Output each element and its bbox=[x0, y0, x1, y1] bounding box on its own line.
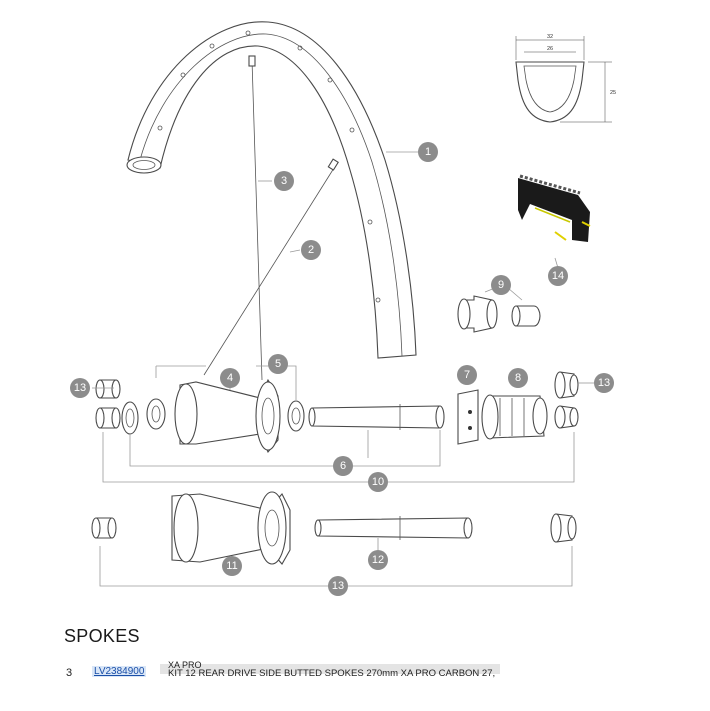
callout-6: 6 bbox=[333, 456, 353, 476]
callout-12: 12 bbox=[368, 550, 388, 570]
callout-13-right: 13 bbox=[594, 373, 614, 393]
callout-3: 3 bbox=[274, 171, 294, 191]
svg-text:4: 4 bbox=[227, 372, 233, 384]
callout-9: 9 bbox=[491, 275, 511, 295]
svg-text:13: 13 bbox=[332, 580, 344, 592]
part-description: KIT 12 REAR DRIVE SIDE BUTTED SPOKES 270… bbox=[168, 668, 496, 679]
part-quantity: 3 bbox=[66, 667, 73, 679]
lower-hub-drawing bbox=[91, 491, 577, 587]
spokes-drawing bbox=[203, 55, 339, 381]
tire-drawing bbox=[518, 174, 591, 242]
callout-2: 2 bbox=[301, 240, 321, 260]
svg-text:10: 10 bbox=[372, 476, 384, 488]
svg-text:13: 13 bbox=[74, 382, 86, 394]
svg-text:8: 8 bbox=[515, 372, 521, 384]
svg-text:6: 6 bbox=[340, 460, 346, 472]
wheel-exploded-diagram: 32 26 25 bbox=[70, 21, 616, 596]
callout-8: 8 bbox=[508, 368, 528, 388]
rim-outer-width: 32 bbox=[547, 34, 553, 40]
callout-5: 5 bbox=[268, 354, 288, 374]
section-title: SPOKES bbox=[64, 626, 140, 646]
freehub-kit-drawing bbox=[457, 285, 541, 333]
rim-drawing bbox=[126, 21, 417, 359]
rim-profile: 32 26 25 bbox=[515, 34, 616, 123]
rim-height: 25 bbox=[610, 90, 616, 96]
callout-14: 14 bbox=[548, 266, 568, 286]
svg-text:5: 5 bbox=[275, 358, 281, 370]
callout-13-left: 13 bbox=[70, 378, 90, 398]
callout-7: 7 bbox=[457, 365, 477, 385]
description-highlight-bar bbox=[160, 664, 500, 674]
svg-text:7: 7 bbox=[464, 369, 470, 381]
callout-10: 10 bbox=[368, 472, 388, 492]
svg-text:1: 1 bbox=[425, 146, 431, 158]
svg-text:13: 13 bbox=[598, 377, 610, 389]
callout-4: 4 bbox=[220, 368, 240, 388]
rim-inner-width: 26 bbox=[547, 46, 553, 52]
svg-text:11: 11 bbox=[226, 560, 237, 572]
svg-text:12: 12 bbox=[372, 554, 384, 566]
part-model: XA PRO bbox=[168, 660, 202, 670]
svg-text:14: 14 bbox=[552, 270, 564, 282]
svg-text:3: 3 bbox=[281, 175, 287, 187]
part-reference-link[interactable]: LV2384900 bbox=[92, 666, 147, 677]
parts-row: 3 LV2384900 XA PRO KIT 12 REAR DRIVE SID… bbox=[64, 660, 524, 700]
hub-assembly-drawing bbox=[95, 365, 579, 483]
svg-text:9: 9 bbox=[498, 279, 504, 291]
svg-text:2: 2 bbox=[308, 244, 314, 256]
callout-13-bottom: 13 bbox=[328, 576, 348, 596]
callout-1: 1 bbox=[418, 142, 438, 162]
callout-11: 11 bbox=[222, 556, 242, 576]
